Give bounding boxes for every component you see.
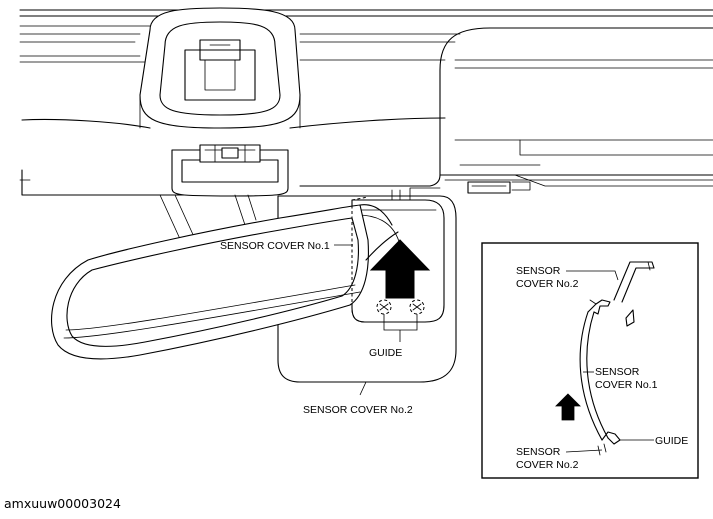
- install-direction-arrow[interactable]: [369, 239, 431, 299]
- sensor-cover-no1-hidden-outline: [351, 200, 366, 323]
- detail-label-sensor-cover-no1-line2: COVER No.1: [595, 379, 658, 391]
- detail-inset: [481, 242, 699, 479]
- label-sensor-cover-no1: SENSOR COVER No.1: [220, 240, 330, 252]
- detail-label-sensor-cover-no1-line1: SENSOR: [595, 366, 640, 378]
- detail-label-sensor-cover-no2-top-line2: COVER No.2: [516, 278, 579, 290]
- guide-markers: [376, 299, 425, 342]
- label-sensor-cover-no2: SENSOR COVER No.2: [303, 404, 413, 416]
- sensor-cover-no1-top-outline: [351, 196, 369, 201]
- leader-sensor-cover-no2: [359, 381, 367, 396]
- detail-label-guide: GUIDE: [655, 435, 688, 447]
- overhead-console: [139, 7, 301, 129]
- headliner-panel: [19, 9, 713, 196]
- label-guide: GUIDE: [369, 347, 402, 359]
- document-id: amxuuw00003024: [4, 496, 121, 511]
- rearview-mirror: [51, 204, 399, 360]
- detail-label-sensor-cover-no2-top-line1: SENSOR: [516, 265, 561, 277]
- map-lamp: [171, 144, 289, 197]
- detail-label-sensor-cover-no2-bottom-line2: COVER No.2: [516, 459, 579, 471]
- detail-label-sensor-cover-no2-bottom-line1: SENSOR: [516, 446, 561, 458]
